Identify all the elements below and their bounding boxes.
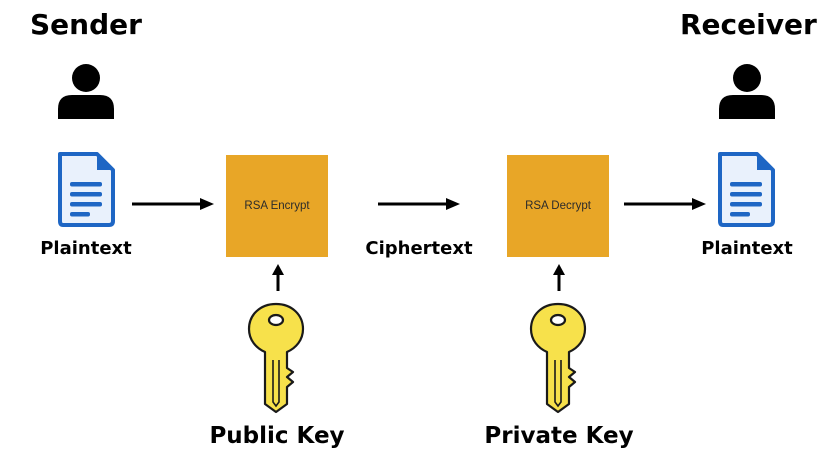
rsa-encrypt-label: RSA Encrypt bbox=[244, 200, 310, 212]
arrow-plaintext-to-encrypt bbox=[132, 198, 214, 210]
public-key-icon bbox=[247, 302, 305, 414]
receiver-person-icon bbox=[719, 64, 775, 119]
ciphertext-label: Ciphertext bbox=[365, 238, 473, 259]
rsa-encrypt-box: RSA Encrypt bbox=[226, 155, 328, 257]
sender-document-icon bbox=[58, 152, 115, 227]
private-key-label: Private Key bbox=[484, 423, 634, 449]
rsa-decrypt-box: RSA Decrypt bbox=[507, 155, 609, 257]
sender-plaintext-label: Plaintext bbox=[40, 238, 132, 259]
arrow-public-key-to-encrypt bbox=[272, 264, 284, 291]
arrow-private-key-to-decrypt bbox=[553, 264, 565, 291]
arrow-encrypt-to-ciphertext bbox=[378, 198, 460, 210]
receiver-title: Receiver bbox=[680, 8, 817, 41]
sender-title: Sender bbox=[30, 8, 142, 41]
public-key-label: Public Key bbox=[209, 423, 345, 449]
receiver-document-icon bbox=[718, 152, 775, 227]
receiver-plaintext-label: Plaintext bbox=[701, 238, 793, 259]
rsa-decrypt-label: RSA Decrypt bbox=[525, 200, 591, 212]
arrow-decrypt-to-plaintext bbox=[624, 198, 706, 210]
sender-person-icon bbox=[58, 64, 114, 119]
private-key-icon bbox=[529, 302, 587, 414]
